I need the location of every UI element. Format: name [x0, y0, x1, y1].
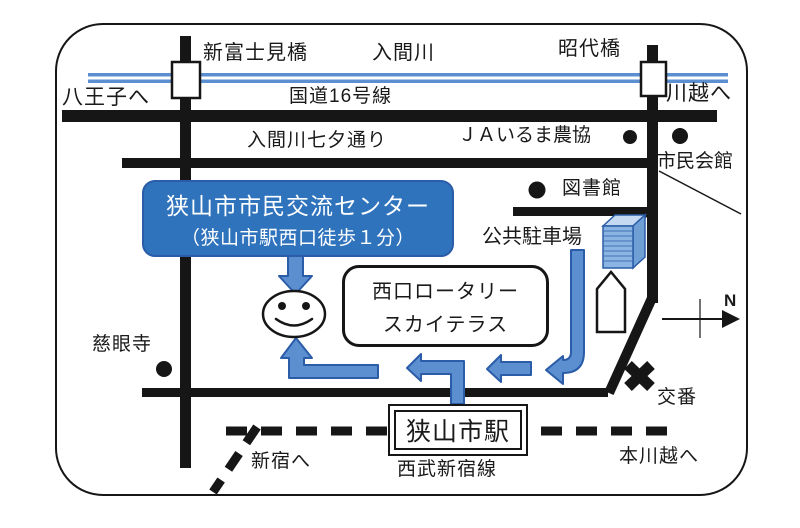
shiminkaikan-dot-icon	[672, 128, 688, 144]
label-to-kawagoe: 川越へ	[666, 82, 732, 105]
label-route16: 国道16号線	[289, 86, 393, 107]
skyterrace-label: スカイテラス	[382, 314, 509, 336]
map-frame	[55, 23, 748, 496]
railway-diagonal	[209, 424, 261, 495]
north-compass-icon	[662, 299, 740, 338]
road-tanabata	[122, 158, 658, 168]
destination-name: 狭山市市民交流センター	[166, 193, 430, 219]
station-name: 狭山市駅	[394, 410, 522, 450]
jigenji-dot-icon	[156, 361, 172, 377]
arrow-down-from-center-icon	[278, 254, 313, 295]
arrow-from-parking-icon	[545, 249, 585, 385]
bridge-shinfujimi-icon	[170, 60, 202, 100]
road-right-vertical	[647, 45, 658, 303]
label-to-hachioji: 八王子へ	[62, 86, 150, 109]
white-building-icon	[595, 270, 627, 334]
river-line-lower	[88, 79, 728, 83]
road-bottom	[142, 388, 608, 397]
shiminkaikan-boundary-line	[658, 170, 742, 215]
label-toshokan: 図書館	[562, 178, 623, 199]
rotary-box: 西口ロータリー スカイテラス	[342, 265, 549, 347]
label-seibu-shinjuku-line: 西武新宿線	[397, 459, 498, 480]
label-shodai-bridge: 昭代橋	[558, 38, 621, 60]
label-shimin-kaikan: 市民会館	[657, 151, 734, 172]
label-to-honkawagoe: 本川越へ	[619, 446, 700, 467]
river-line-upper	[88, 73, 728, 77]
route-arrows	[278, 249, 585, 405]
ja-iruma-dot-icon	[623, 130, 637, 144]
road-route16	[62, 110, 717, 122]
label-north: N	[724, 291, 738, 310]
label-ja-iruma: ＪＡいるま農協	[458, 125, 592, 146]
toshokan-dot-icon	[528, 181, 546, 199]
bridge-shodai-icon	[639, 60, 668, 98]
label-public-parking: 公共駐車場	[482, 226, 582, 248]
label-shinfujimi-bridge: 新富士見橋	[203, 42, 308, 64]
arrow-up-to-walker-icon	[280, 337, 379, 379]
destination-box: 狭山市市民交流センター （狭山市駅西口徒歩１分）	[142, 180, 454, 257]
parking-building-icon	[601, 213, 647, 270]
arrow-left-middle-icon	[486, 354, 532, 383]
label-tanabata-street: 入間川七夕通り	[247, 130, 388, 151]
walker-smiley-icon	[261, 289, 327, 339]
road-right-diagonal	[604, 295, 657, 396]
label-irumagawa-river: 入間川	[372, 42, 435, 64]
station-box: 狭山市駅	[388, 404, 528, 456]
rotary-label: 西口ロータリー	[372, 281, 519, 303]
label-to-shinjuku: 新宿へ	[251, 451, 312, 472]
koban-x-icon	[624, 361, 655, 391]
road-library	[513, 207, 658, 216]
label-koban: 交番	[657, 387, 698, 408]
label-jigenji-temple: 慈眼寺	[92, 334, 153, 355]
destination-access-note: （狭山市駅西口徒歩１分）	[180, 228, 415, 249]
